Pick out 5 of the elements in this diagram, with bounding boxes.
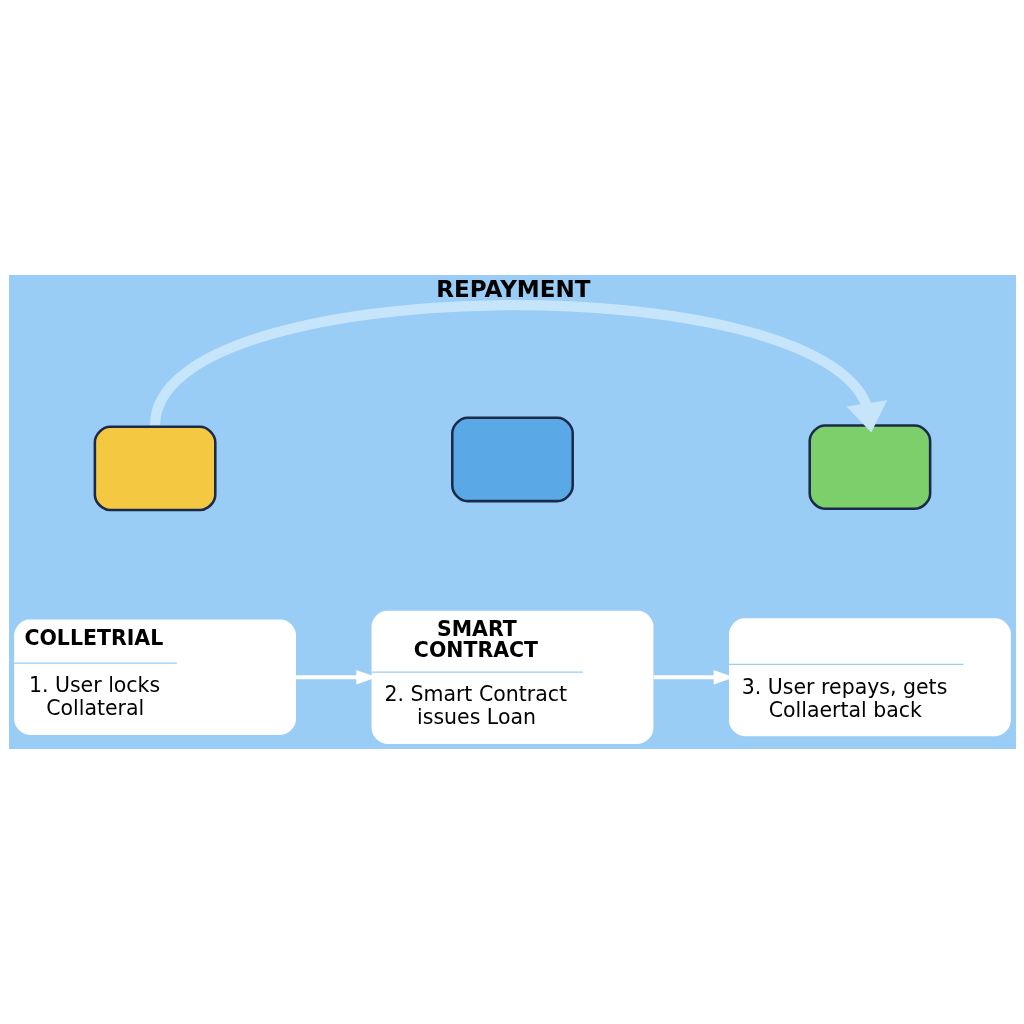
node-box (93, 425, 217, 512)
arrow (149, 300, 887, 433)
node-box (450, 416, 574, 503)
edge-label: REPAYMENT (435, 276, 591, 303)
node-box (807, 424, 931, 511)
